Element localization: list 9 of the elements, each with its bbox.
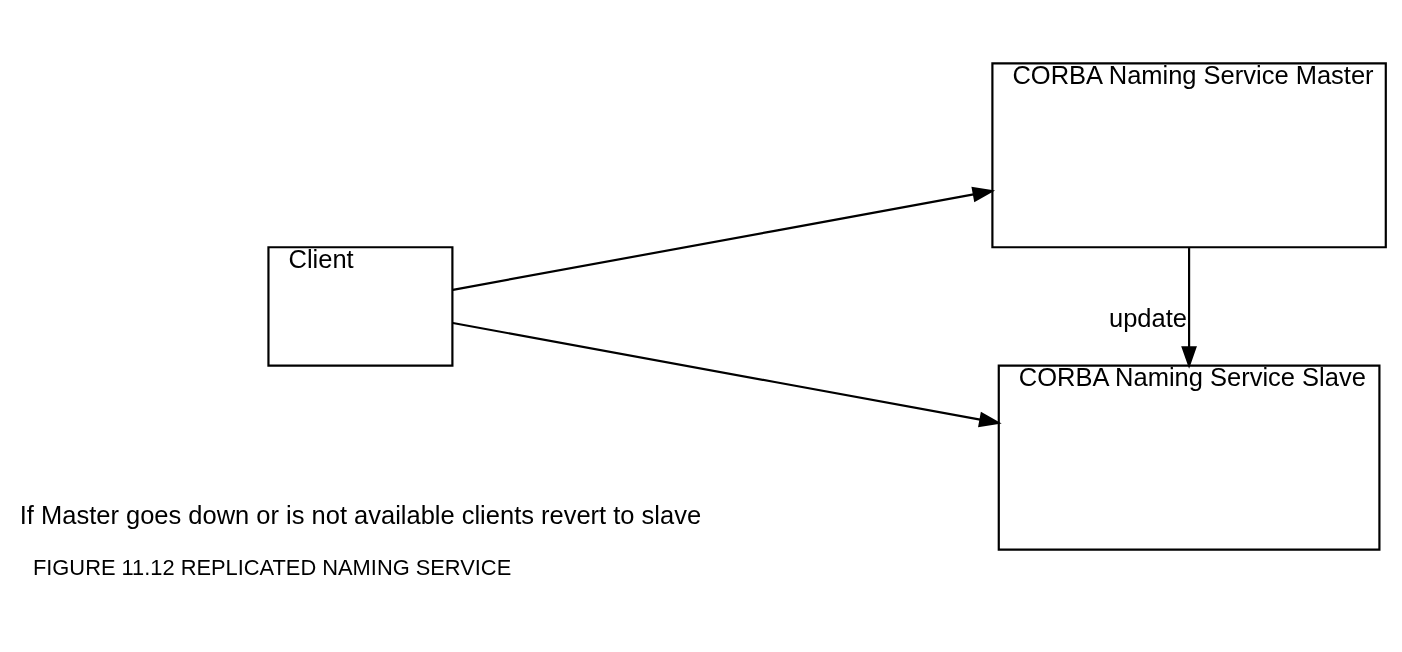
node-box: CORBA Naming Service Master	[991, 62, 1387, 249]
arrow	[452, 186, 996, 291]
arrow	[452, 321, 1002, 428]
edge-label: update	[1109, 304, 1187, 333]
caption: FIGURE 11.12 REPLICATED NAMING SERVICE	[32, 555, 512, 581]
node-box: CORBA Naming Service Slave	[997, 364, 1381, 551]
node-box: Client	[267, 246, 454, 367]
label: If Master goes down or is not available clients revert to slave	[19, 501, 702, 530]
arrow	[1181, 248, 1197, 369]
